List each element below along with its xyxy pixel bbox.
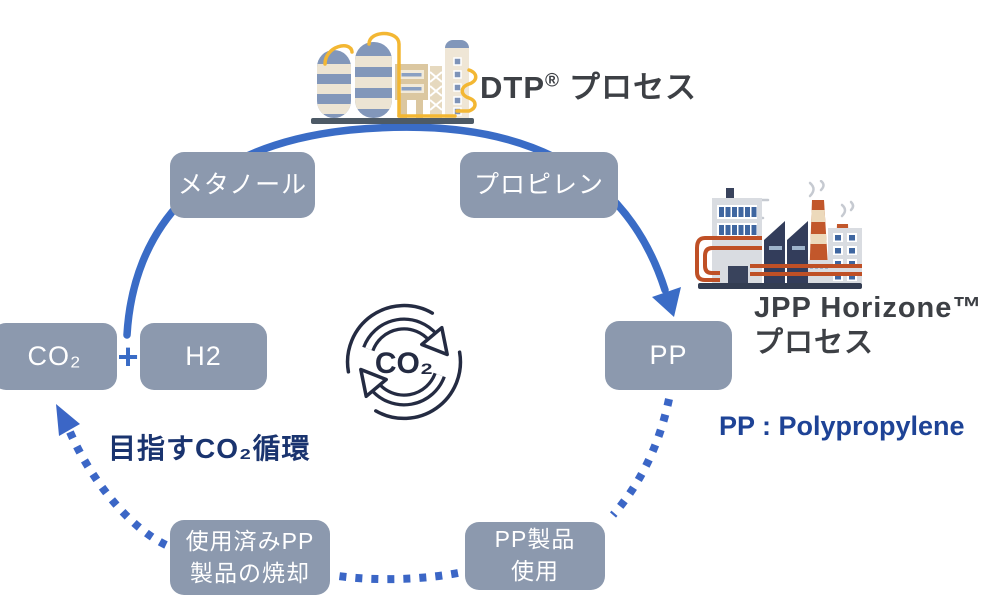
plus-operator: + bbox=[117, 336, 139, 377]
co2-cycle-goal-note: 目指すCO₂循環 bbox=[108, 433, 311, 464]
dtp-name: DTP bbox=[480, 70, 545, 105]
co2-icon-label: CO₂ bbox=[375, 347, 433, 380]
node-pp-label: PP bbox=[649, 339, 688, 370]
plant-lattice-tower bbox=[429, 66, 443, 118]
node-co2: CO₂ bbox=[0, 323, 117, 390]
registered-mark: ® bbox=[545, 70, 560, 92]
node-pp: PP bbox=[605, 321, 732, 390]
factory-smoke bbox=[746, 180, 855, 220]
factory-office-building bbox=[712, 188, 762, 283]
node-h2: H2 bbox=[140, 323, 267, 390]
factory-ground-line bbox=[698, 283, 862, 289]
node-use-line2: 使用 bbox=[511, 558, 559, 584]
plant-tank-left bbox=[317, 50, 351, 118]
node-propylene: プロピレン bbox=[460, 152, 618, 218]
chemical-plant-illustration bbox=[311, 31, 478, 124]
dotted-arc-waste-to-co2 bbox=[66, 430, 168, 549]
dotted-arc-pp-to-use bbox=[609, 398, 673, 518]
node-waste-line2: 製品の焼却 bbox=[190, 559, 310, 586]
solid-arrow-head bbox=[652, 287, 681, 317]
node-co2-label: CO₂ bbox=[27, 340, 82, 371]
jpp-line2: プロセス bbox=[754, 327, 875, 360]
co2-recycle-icon: CO₂ bbox=[345, 303, 463, 421]
node-waste-line1: 使用済みPP bbox=[185, 527, 315, 554]
plant-tank-right bbox=[355, 42, 392, 118]
node-propylene-label: プロピレン bbox=[473, 170, 604, 199]
node-use-line1: PP製品 bbox=[494, 526, 576, 553]
node-methanol-label: メタノール bbox=[177, 170, 308, 199]
dtp-process-label: DTP® プロセス bbox=[480, 62, 697, 107]
plant-column-tower bbox=[445, 40, 469, 118]
factory-pipes bbox=[695, 236, 862, 282]
node-pp-product-use: PP製品 使用 bbox=[465, 522, 605, 590]
dtp-suffix: プロセス bbox=[569, 70, 697, 105]
plant-ground-line bbox=[311, 118, 474, 124]
factory-low-hall bbox=[808, 260, 830, 283]
jpp-line1: JPP Horizone™ bbox=[754, 292, 982, 324]
node-waste-incineration: 使用済みPP 製品の焼却 bbox=[170, 520, 330, 595]
factory-illustration bbox=[695, 180, 862, 289]
plant-pipes bbox=[323, 31, 478, 118]
pp-fullname-note: PP : Polypropylene bbox=[719, 411, 965, 441]
dotted-arc-use-to-waste bbox=[337, 569, 459, 584]
dotted-arrow-head bbox=[56, 404, 80, 436]
node-h2-label: H2 bbox=[185, 340, 222, 371]
node-methanol: メタノール bbox=[170, 152, 315, 218]
jpp-process-label: JPP Horizone™ プロセス bbox=[754, 291, 982, 362]
